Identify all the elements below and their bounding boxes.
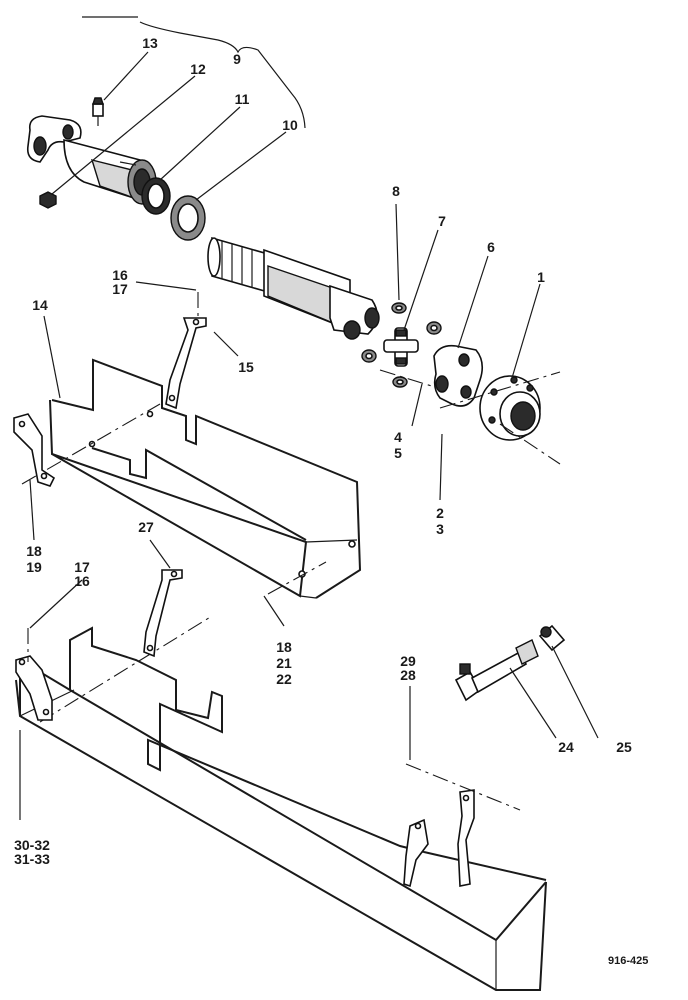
callout-12: 12: [190, 61, 206, 77]
universal-joint-cross: [383, 327, 419, 367]
hydraulic-nut: [538, 624, 566, 652]
callout-6: 6: [487, 239, 495, 255]
callout-1: 1: [537, 269, 545, 285]
splined-shaft: [207, 236, 380, 340]
upper-shield: [49, 358, 362, 599]
callout-18-upper: 18: [26, 543, 42, 559]
callout-7: 7: [438, 213, 446, 229]
callout-19: 19: [26, 559, 42, 575]
callout-2: 2: [436, 505, 444, 521]
callout-16-lower: 16: [74, 573, 90, 589]
callout-15: 15: [238, 359, 254, 375]
callout-13: 13: [142, 35, 158, 51]
callout-21: 21: [276, 655, 292, 671]
lower-left-bracket: [15, 655, 53, 721]
companion-flange: [479, 375, 541, 441]
callout-17-lower: 17: [74, 559, 90, 575]
callout-8: 8: [392, 183, 400, 199]
callout-9: 9: [233, 51, 241, 67]
callout-16-upper: 16: [112, 267, 128, 283]
hydraulic-elbow-fitting: [454, 639, 539, 702]
callout-11: 11: [235, 91, 250, 107]
washers: [361, 302, 442, 388]
lower-middle-bracket: [143, 569, 183, 658]
callout-29: 29: [400, 653, 416, 669]
flange-yoke: [433, 344, 484, 407]
callout-31-33: 31-33: [14, 851, 50, 867]
snap-ring: [141, 177, 171, 215]
callout-18-lower: 18: [276, 639, 292, 655]
callout-3: 3: [436, 521, 444, 537]
callout-22: 22: [276, 671, 292, 687]
callout-17-upper: 17: [112, 281, 128, 297]
figure-id: 916-425: [608, 955, 648, 967]
callout-24: 24: [558, 739, 574, 755]
callout-14: 14: [32, 297, 48, 313]
callout-10: 10: [282, 117, 298, 133]
callout-4: 4: [394, 429, 402, 445]
callout-27: 27: [138, 519, 154, 535]
yoke-assembly: [26, 115, 157, 205]
seal-ring: [170, 195, 206, 241]
upper-left-bracket: [13, 413, 56, 487]
callout-28: 28: [400, 667, 416, 683]
callout-5: 5: [394, 445, 402, 461]
callout-30-32: 30-32: [14, 837, 50, 853]
callout-25: 25: [616, 739, 632, 755]
lower-right-brackets: [403, 789, 475, 888]
upper-right-bracket: [165, 317, 207, 410]
retaining-nut: [39, 191, 57, 209]
grease-fitting: [92, 97, 104, 126]
group-bracket-9: [139, 21, 306, 129]
